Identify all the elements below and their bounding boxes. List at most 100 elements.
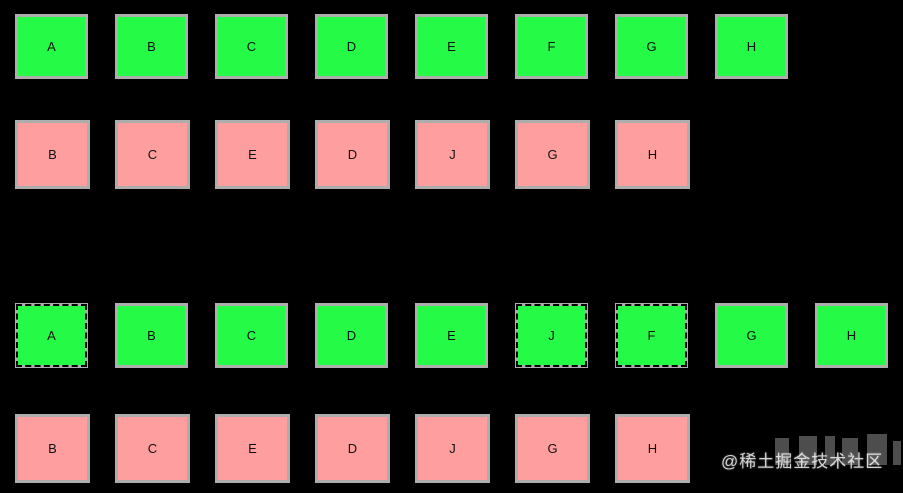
cell-slot: H [715,14,815,79]
cell-label: E [447,328,456,343]
draggable-cell-d[interactable]: D [315,14,388,79]
cell-slot: H [615,120,715,189]
watermark-text: @稀土掘金技术社区 [721,452,884,471]
draggable-cell-h[interactable]: H [615,414,690,483]
watermark-logo-bar [775,438,789,465]
cell-label: C [147,147,158,162]
draggable-cell-c[interactable]: C [215,14,288,79]
draggable-cell-c[interactable]: C [215,303,288,368]
cell-slot: H [815,303,903,368]
cell-label: C [246,39,257,54]
draggable-cell-j[interactable]: J [415,120,490,189]
cell-slot: G [515,120,615,189]
cell-slot: E [415,303,515,368]
cell-label: A [47,328,56,343]
draggable-cell-g[interactable]: G [715,303,788,368]
cell-label: J [548,328,555,343]
cell-label: D [346,39,357,54]
cell-label: B [147,328,156,343]
cell-slot: E [215,120,315,189]
draggable-cell-d[interactable]: D [315,120,390,189]
cell-label: H [647,147,658,162]
draggable-cell-e[interactable]: E [215,120,290,189]
draggable-cell-g[interactable]: G [615,14,688,79]
watermark-logo-bar [867,434,887,465]
cell-slot: F [615,303,715,368]
cell-slot: H [615,414,715,483]
cell-label: D [347,441,358,456]
draggable-cell-h[interactable]: H [815,303,888,368]
cell-slot: F [515,14,615,79]
cell-label: G [646,39,657,54]
draggable-cell-b[interactable]: B [15,120,90,189]
watermark-logo-bar [893,441,901,465]
draggable-cell-f[interactable]: F [515,14,588,79]
cell-slot: A [15,303,115,368]
cell-label: B [147,39,156,54]
draggable-cell-j[interactable]: J [415,414,490,483]
cell-slot: B [15,414,115,483]
draggable-cell-g[interactable]: G [515,120,590,189]
cell-slot: D [315,414,415,483]
cell-slot: D [315,14,415,79]
cell-label: F [547,39,556,54]
cell-slot: B [15,120,115,189]
watermark-logo-bar [799,436,817,465]
watermark-logo-bar [825,436,835,465]
draggable-cell-dragging-f[interactable]: F [615,303,688,368]
cell-label: F [647,328,656,343]
cell-slot: J [415,414,515,483]
cell-label: H [746,39,757,54]
cell-label: E [248,441,257,456]
cell-label: G [746,328,757,343]
draggable-cell-d[interactable]: D [315,414,390,483]
cell-label: J [449,441,456,456]
cell-slot: C [115,120,215,189]
draggable-cell-c[interactable]: C [115,120,190,189]
cell-label: C [246,328,257,343]
cell-slot: E [215,414,315,483]
draggable-cell-c[interactable]: C [115,414,190,483]
cell-label: H [647,441,658,456]
cell-slot: J [515,303,615,368]
draggable-cell-dragging-j[interactable]: J [515,303,588,368]
draggable-cell-d[interactable]: D [315,303,388,368]
draggable-cell-b[interactable]: B [115,303,188,368]
cell-slot: C [215,303,315,368]
draggable-cell-h[interactable]: H [615,120,690,189]
cell-label: E [447,39,456,54]
cell-label: B [48,147,57,162]
cell-slot: E [415,14,515,79]
watermark-logo-bar [842,438,858,465]
cell-slot: G [715,303,815,368]
draggable-cell-a[interactable]: A [15,14,88,79]
cell-slot: A [15,14,115,79]
cell-slot: C [215,14,315,79]
draggable-cell-h[interactable]: H [715,14,788,79]
cell-slot: B [115,303,215,368]
cell-slot: J [415,120,515,189]
draggable-cell-e[interactable]: E [215,414,290,483]
draggable-cell-g[interactable]: G [515,414,590,483]
draggable-cell-b[interactable]: B [115,14,188,79]
cell-slot: D [315,120,415,189]
draggable-cell-e[interactable]: E [415,303,488,368]
cell-label: G [547,147,558,162]
cell-label: J [449,147,456,162]
cell-label: D [347,147,358,162]
cell-slot: G [515,414,615,483]
cell-slot: G [615,14,715,79]
cell-label: D [346,328,357,343]
draggable-cell-e[interactable]: E [415,14,488,79]
green-list-row-1: A B C D E F G H [15,14,815,79]
cell-slot: B [115,14,215,79]
draggable-cell-dragging-a[interactable]: A [15,303,88,368]
cell-label: A [47,39,56,54]
cell-slot: D [315,303,415,368]
cell-slot: C [115,414,215,483]
draggable-cell-b[interactable]: B [15,414,90,483]
